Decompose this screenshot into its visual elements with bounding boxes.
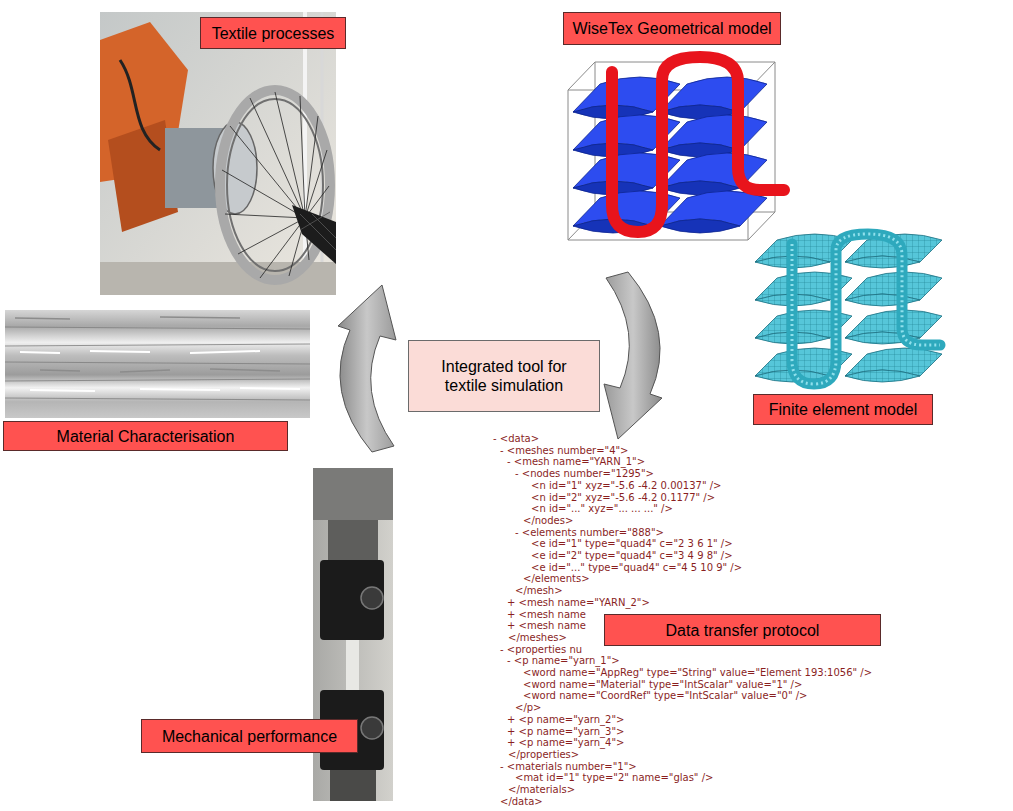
wisetex-model bbox=[568, 57, 784, 240]
xml-line: - <data> bbox=[493, 433, 539, 445]
xml-line: - <meshes number="4"> bbox=[500, 445, 629, 457]
micrograph-image bbox=[15, 317, 280, 372]
wisetex-model bbox=[612, 57, 784, 232]
xml-line: </elements> bbox=[523, 573, 590, 585]
wisetex-model bbox=[660, 219, 740, 233]
xml-line: </data> bbox=[500, 796, 543, 808]
braiding-machine-photo bbox=[222, 92, 329, 278]
xml-line: </nodes> bbox=[523, 515, 573, 527]
braiding-machine-photo bbox=[250, 98, 305, 218]
xml-line: + <mesh name="YARN_2"> bbox=[507, 597, 650, 609]
xml-line: + <mesh name bbox=[507, 609, 586, 621]
caption-tag: Material Characterisation bbox=[3, 421, 288, 451]
tensile-test-photo bbox=[313, 468, 393, 520]
xml-line: </p> bbox=[515, 702, 541, 714]
xml-line: <e id="1" type="quad4" c="2 3 6 1" /> bbox=[531, 538, 733, 550]
caption-tag: Finite element model bbox=[753, 394, 933, 425]
xml-line: </materials> bbox=[508, 784, 575, 796]
micrograph-image bbox=[5, 310, 310, 418]
node-text: Finite element model bbox=[769, 400, 918, 419]
xml-line: - <nodes number="1295"> bbox=[515, 468, 654, 480]
xml-line: - <elements number="888"> bbox=[515, 527, 664, 539]
xml-line: <e id="2" type="quad4" c="3 4 9 8" /> bbox=[531, 550, 733, 562]
micrograph-image bbox=[5, 327, 310, 400]
tensile-test-photo bbox=[328, 520, 378, 560]
xml-line: <word name="CoordRef" type="IntScalar" v… bbox=[523, 690, 807, 702]
xml-line: </meshes> bbox=[508, 632, 567, 644]
braiding-machine-photo bbox=[238, 218, 305, 254]
caption-tag: WiseTex Geometrical model bbox=[563, 12, 781, 45]
xml-line: + <p name="yarn_4"> bbox=[507, 737, 624, 749]
finite-element-mesh bbox=[755, 234, 942, 382]
braiding-machine-photo bbox=[120, 60, 160, 150]
xml-line: <n id="1" xyz="-5.6 -4.2 0.00137" /> bbox=[531, 480, 721, 492]
xml-line: - <properties nu bbox=[500, 644, 582, 656]
braiding-machine-photo bbox=[292, 205, 336, 264]
finite-element-mesh bbox=[792, 234, 940, 384]
xml-line: + <p name="yarn_2"> bbox=[507, 714, 624, 726]
xml-line: <n id="..." xyz="... ... ..." /> bbox=[531, 503, 673, 515]
xml-line: <word name="Material" type="IntScalar" v… bbox=[523, 679, 802, 691]
tensile-test-photo bbox=[361, 717, 383, 739]
xml-line: + <mesh name bbox=[507, 620, 586, 632]
xml-line: + <p name="yarn_3"> bbox=[507, 726, 624, 738]
finite-element-mesh bbox=[755, 234, 942, 384]
caption-tag: Mechanical performance bbox=[141, 719, 358, 753]
braiding-machine-photo bbox=[222, 170, 305, 218]
node-text: Data transfer protocol bbox=[666, 621, 820, 640]
braiding-machine-photo bbox=[260, 218, 305, 278]
finite-element-mesh bbox=[845, 294, 920, 306]
node-text: Integrated tool for textile simulation bbox=[425, 357, 583, 395]
finite-element-mesh bbox=[845, 370, 920, 382]
braiding-machine-photo bbox=[225, 214, 305, 218]
node-text: Textile processes bbox=[212, 24, 335, 43]
xml-line: - <mesh name="YARN_1"> bbox=[507, 456, 645, 468]
xml-line: <n id="2" xyz="-5.6 -4.2 0.1177" /> bbox=[531, 492, 715, 504]
finite-element-mesh bbox=[792, 234, 940, 384]
node-text: Material Characterisation bbox=[57, 427, 235, 446]
caption-tag: Textile processes bbox=[200, 17, 346, 49]
finite-element-mesh bbox=[845, 256, 920, 268]
xml-line: - <p name="yarn_1"> bbox=[507, 655, 620, 667]
braiding-machine-photo bbox=[100, 12, 336, 295]
braiding-machine-photo bbox=[227, 99, 323, 271]
xml-line: </properties> bbox=[508, 749, 579, 761]
braiding-machine-photo bbox=[220, 90, 330, 280]
xml-line: </mesh> bbox=[515, 585, 563, 597]
xml-line: - <materials number="1"> bbox=[500, 761, 637, 773]
cycle-arrow bbox=[338, 285, 396, 452]
braiding-machine-photo bbox=[230, 126, 305, 218]
braiding-machine-photo bbox=[300, 96, 305, 218]
caption-tag: Data transfer protocol bbox=[604, 614, 881, 646]
braiding-machine-photo bbox=[300, 212, 336, 250]
node-text: WiseTex Geometrical model bbox=[572, 19, 771, 38]
braiding-machine-photo bbox=[305, 150, 327, 218]
xml-line: <word name="AppReg" type="String" value=… bbox=[523, 667, 872, 679]
tensile-test-photo bbox=[361, 587, 383, 609]
node-text: Mechanical performance bbox=[162, 727, 337, 746]
braiding-machine-photo bbox=[100, 12, 336, 295]
central-box: Integrated tool for textile simulation bbox=[408, 340, 600, 412]
micrograph-image bbox=[5, 310, 310, 418]
cycle-arrow bbox=[604, 272, 662, 439]
xml-line: <e id="..." type="quad4" c="4 5 10 9" /> bbox=[531, 562, 742, 574]
xml-line: <mat id="1" type="2" name="glas" /> bbox=[515, 772, 713, 784]
tensile-test-photo bbox=[320, 560, 384, 640]
tensile-test-photo bbox=[330, 770, 376, 801]
